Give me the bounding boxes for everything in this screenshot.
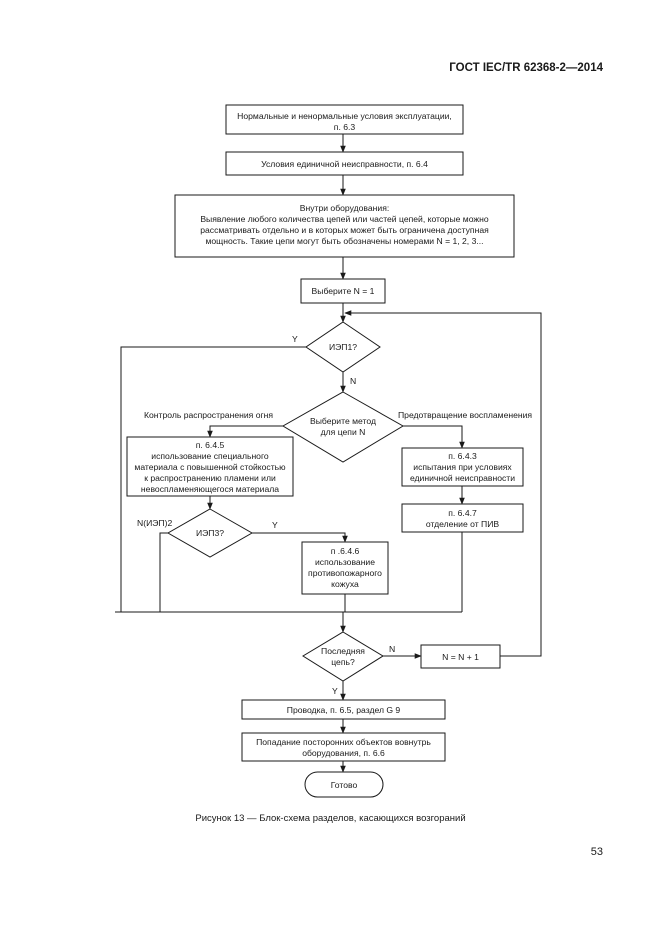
diamond-last-line2: цепь? [331, 657, 355, 667]
line-iep1-yes [120, 346, 308, 612]
box-select-n: Выберите N = 1 [300, 278, 386, 304]
box-inside-line3: рассматривать отдельно и в которых может… [200, 225, 489, 235]
box-inside-line4: мощность. Такие цепи могут быть обозначе… [205, 236, 483, 246]
box-wiring-text: Проводка, п. 6.5, раздел G 9 [287, 705, 401, 715]
terminal-done-text: Готово [331, 780, 358, 790]
box-646: п .6.4.6 использование противопожарного … [301, 541, 389, 595]
diamond-iep1: ИЭП1? [305, 321, 381, 373]
connectors [115, 134, 542, 773]
box-646-line1: п .6.4.6 [331, 546, 360, 556]
box-n-plus-1-text: N = N + 1 [442, 652, 479, 662]
box-wiring: Проводка, п. 6.5, раздел G 9 [241, 699, 446, 720]
box-643-line1: п. 6.4.3 [448, 451, 477, 461]
box-645-line5: невоспламеняющегося материала [141, 484, 279, 494]
box-normal-line1: Нормальные и ненормальные условия эксплу… [237, 111, 452, 121]
box-646-line4: кожуха [331, 579, 359, 589]
label-iep3-no: N(ИЭП)2 [137, 518, 172, 528]
diamond-method: Выберите метод для цепи N [282, 391, 404, 463]
label-last-yes: Y [332, 686, 338, 696]
box-643: п. 6.4.3 испытания при условиях единично… [401, 447, 524, 487]
box-n-plus-1: N = N + 1 [420, 644, 501, 669]
box-inside-line1: Внутри оборудования: [300, 203, 389, 213]
standard-header: ГОСТ IEC/TR 62368-2—2014 [449, 62, 603, 74]
label-iep1-yes: Y [292, 334, 298, 344]
box-645-line2: использование специального [151, 451, 269, 461]
label-fire-control: Контроль распространения огня [144, 410, 273, 420]
diamond-iep3: ИЭП3? [166, 508, 254, 558]
line-iep3-no [159, 532, 168, 612]
box-645: п. 6.4.5 использование специального мате… [126, 436, 294, 497]
arrow-method-ignition [402, 425, 465, 449]
box-foreign-line1: Попадание посторонних объектов вовнутрь [256, 737, 431, 747]
box-select-n-text: Выберите N = 1 [312, 286, 375, 296]
diamond-method-line1: Выберите метод [310, 416, 376, 426]
box-643-line2: испытания при условиях [413, 462, 512, 472]
box-647-line2: отделение от ПИВ [426, 519, 500, 529]
diamond-iep1-text: ИЭП1? [329, 342, 357, 352]
arrow-loop-back [344, 310, 542, 657]
figure-caption: Рисунок 13 — Блок-схема разделов, касающ… [195, 813, 466, 824]
box-645-line3: материала с повышенной стойкостью [134, 462, 286, 472]
arrow-iep3-yes [252, 532, 348, 543]
box-inside: Внутри оборудования: Выявление любого ко… [174, 194, 515, 258]
terminal-done: Готово [304, 771, 384, 798]
box-single-fault-text: Условия единичной неисправности, п. 6.4 [261, 159, 428, 169]
label-iep3-yes: Y [272, 520, 278, 530]
arrow-method-fire-control [207, 425, 284, 438]
box-643-line3: единичной неисправности [410, 473, 515, 483]
box-foreign-line2: оборудования, п. 6.6 [302, 748, 385, 758]
box-single-fault: Условия единичной неисправности, п. 6.4 [225, 151, 464, 176]
diamond-iep3-text: ИЭП3? [196, 528, 224, 538]
diamond-last-line1: Последняя [321, 646, 365, 656]
box-646-line2: использование [315, 557, 375, 567]
box-inside-line2: Выявление любого количества цепей или ча… [200, 214, 489, 224]
box-647: п. 6.4.7 отделение от ПИВ [401, 503, 524, 533]
box-647-line1: п. 6.4.7 [448, 508, 477, 518]
box-645-line4: к распространению пламени или [144, 473, 276, 483]
label-last-no: N [389, 644, 395, 654]
box-foreign-objects: Попадание посторонних объектов вовнутрь … [241, 732, 446, 762]
diamond-method-line2: для цепи N [321, 427, 366, 437]
box-normal-line2: п. 6.3 [334, 122, 356, 132]
label-iep1-no: N [350, 376, 356, 386]
box-normal: Нормальные и ненормальные условия эксплу… [225, 104, 464, 135]
box-646-line3: противопожарного [308, 568, 382, 578]
label-ignition-prevention: Предотвращение воспламенения [398, 410, 532, 420]
box-645-line1: п. 6.4.5 [196, 440, 225, 450]
page-number: 53 [590, 846, 603, 858]
diamond-last-circuit: Последняя цепь? [302, 631, 384, 682]
